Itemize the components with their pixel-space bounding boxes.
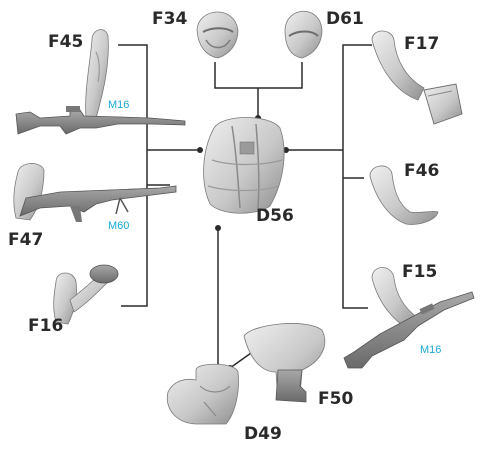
- part-helmet-d61: [284, 10, 323, 59]
- part-legs-d49: [166, 363, 239, 425]
- part-torso-d56: [203, 117, 285, 214]
- label-f15: F15: [402, 262, 438, 282]
- weapon-machine-gun: [19, 185, 177, 222]
- part-arm-rifle-f45: [85, 29, 109, 119]
- connector-right-bracket: [342, 44, 372, 309]
- part-arm-box-f17: [371, 30, 463, 125]
- label-f16: F16: [28, 316, 64, 336]
- label-f17: F17: [404, 34, 440, 54]
- label-weapon-m16-top: M16: [108, 99, 130, 111]
- label-weapon-m60: M60: [108, 220, 130, 232]
- label-f45: F45: [48, 32, 84, 52]
- weapon-rifle-right: [343, 291, 475, 369]
- label-d56: D56: [256, 206, 294, 226]
- label-d61: D61: [326, 9, 364, 29]
- connector-helmets: [214, 62, 303, 89]
- label-d49: D49: [244, 424, 282, 444]
- part-leg-boot-f50: [243, 323, 326, 403]
- label-f50: F50: [318, 389, 354, 409]
- part-arm-grenade-f16: [53, 264, 119, 325]
- label-f46: F46: [404, 161, 440, 181]
- part-helmet-f34: [196, 11, 239, 59]
- part-arm-open-hand-f46: [369, 165, 439, 225]
- label-f47: F47: [8, 230, 44, 250]
- connector-left-bracket: [118, 44, 148, 307]
- label-f34: F34: [152, 9, 188, 29]
- label-weapon-m16-right: M16: [420, 344, 442, 356]
- weapon-rifle-top: [15, 106, 186, 135]
- part-arm-rifle-f15: [371, 267, 419, 331]
